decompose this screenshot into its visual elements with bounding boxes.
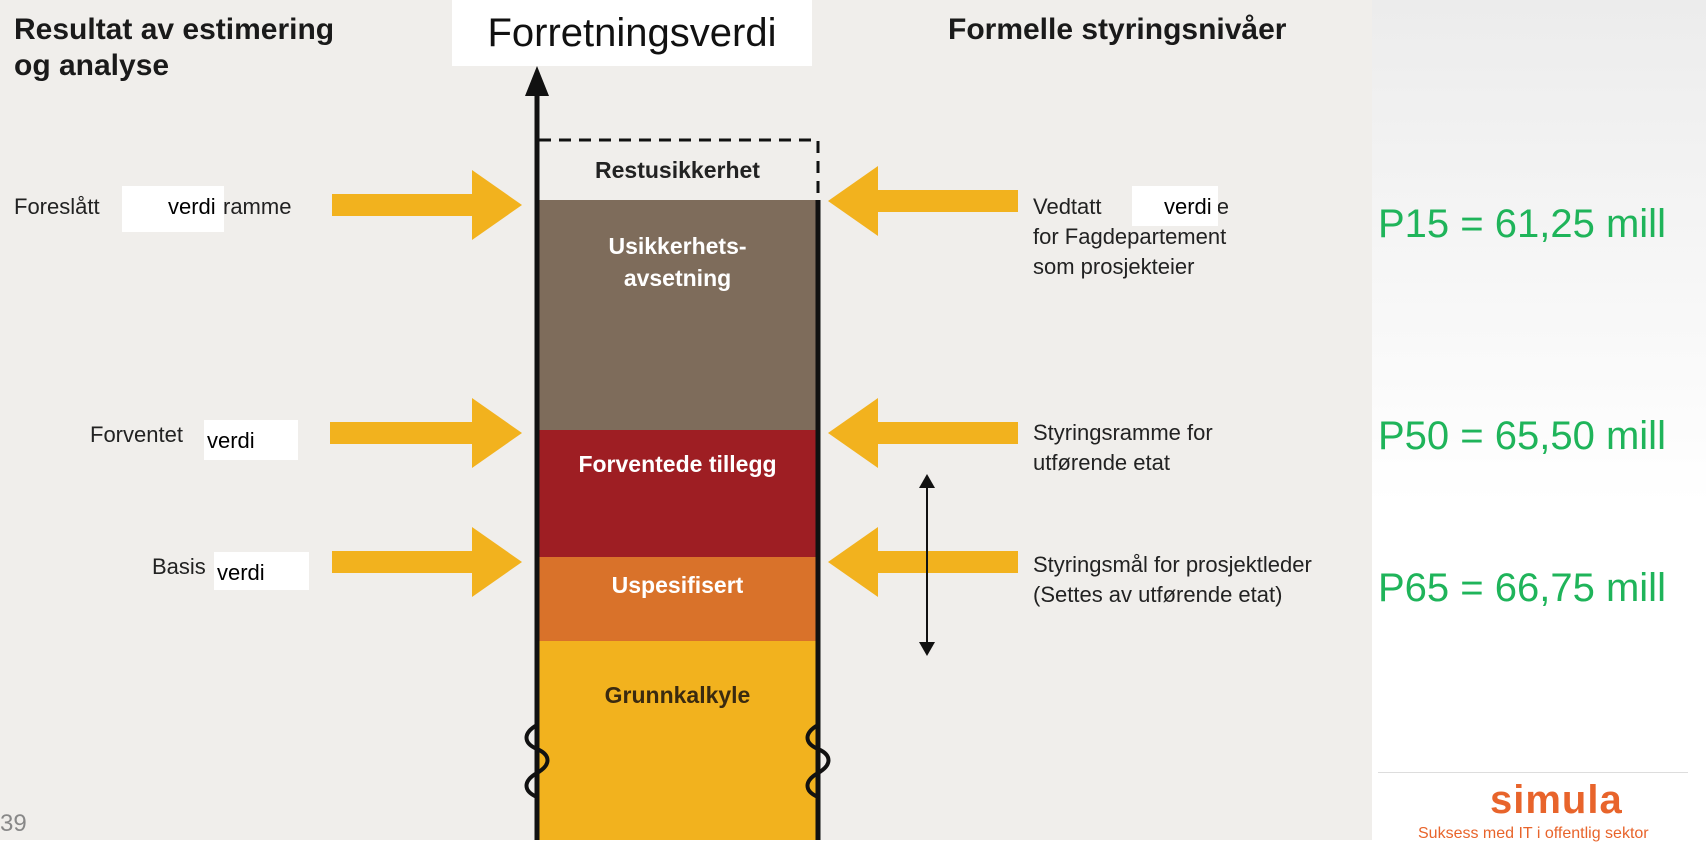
center-title: Forretningsverdi — [452, 0, 812, 66]
label-vedtatt-line2: for Fagdepartement — [1033, 224, 1227, 249]
segment-grunnkalkyle-label: Grunnkalkyle — [604, 682, 751, 708]
label-foreslatt: Foreslått — [14, 194, 100, 219]
label-vedtatt-patch: verdi — [1132, 186, 1218, 226]
left-header-line1: Resultat av estimering — [14, 13, 335, 46]
segment-usikkerhetsavsetning: Usikkerhets- avsetning — [537, 200, 818, 430]
label-foreslatt-ramme: ramme — [223, 194, 292, 219]
segment-restusikkerhet-label: Restusikkerhet — [595, 157, 760, 183]
label-vedtatt-a: Vedtatt — [1033, 194, 1102, 219]
label-basis: Basis — [152, 554, 206, 579]
simula-logo: simula — [1490, 778, 1623, 822]
arrow-left-basis — [332, 527, 522, 597]
label-styringsmaal: Styringsmål for prosjektleder (Settes av… — [1033, 550, 1312, 610]
p50-value: P50 = 65,50 mill — [1378, 414, 1666, 458]
label-vedtatt-line3: som prosjekteier — [1033, 254, 1195, 279]
p15-value: P15 = 61,25 mill — [1378, 202, 1666, 246]
label-foreslatt-patch: verdi — [122, 186, 224, 232]
break-mark-left — [524, 723, 550, 799]
label-styringsramme-line1: Styringsramme for — [1033, 420, 1213, 445]
segment-usikkerhets-label-line1: Usikkerhets- — [608, 233, 747, 259]
segment-grunnkalkyle: Grunnkalkyle — [537, 641, 818, 840]
label-styringsramme: Styringsramme for utførende etat — [1033, 418, 1213, 478]
label-styringsmaal-line2: (Settes av utførende etat) — [1033, 582, 1283, 607]
segment-restusikkerhet: Restusikkerhet — [537, 140, 818, 200]
segment-forventede-tillegg-label: Forventede tillegg — [578, 451, 777, 477]
logo-divider — [1378, 772, 1688, 773]
left-header-line2: og analyse — [14, 49, 170, 82]
segment-uspesifisert: Uspesifisert — [537, 557, 818, 641]
arrow-right-styringsramme — [828, 398, 1018, 468]
arrow-right-styringsmaal — [828, 527, 1018, 597]
segment-usikkerhets-label-line2: avsetning — [623, 265, 732, 291]
left-column-header: Resultat av estimering og analyse — [14, 12, 334, 84]
logo-tagline: Suksess med IT i offentlig sektor — [1418, 825, 1649, 842]
span-arrow-top-head — [919, 474, 935, 488]
value-axis-arrowhead — [525, 66, 549, 96]
arrow-left-forventet — [330, 398, 522, 468]
slide-number: 39 — [0, 810, 27, 837]
label-basis-patch: verdi — [214, 552, 309, 590]
restusikkerhet-dashed-box — [539, 138, 820, 200]
side-panel-background — [1372, 0, 1706, 840]
span-arrow-bottom-head — [919, 642, 935, 656]
label-forventet: Forventet — [90, 422, 183, 447]
label-forventet-patch: verdi — [204, 420, 298, 460]
p65-value: P65 = 66,75 mill — [1378, 566, 1666, 610]
arrow-right-vedtatt — [828, 166, 1018, 236]
label-styringsmaal-line1: Styringsmål for prosjektleder — [1033, 552, 1312, 577]
label-styringsramme-line2: utførende etat — [1033, 450, 1170, 475]
segment-uspesifisert-label: Uspesifisert — [611, 572, 744, 598]
right-column-header: Formelle styringsnivåer — [948, 13, 1287, 46]
arrow-left-foreslatt — [332, 170, 522, 240]
break-mark-right — [805, 723, 831, 799]
segment-forventede-tillegg: Forventede tillegg — [537, 430, 818, 557]
